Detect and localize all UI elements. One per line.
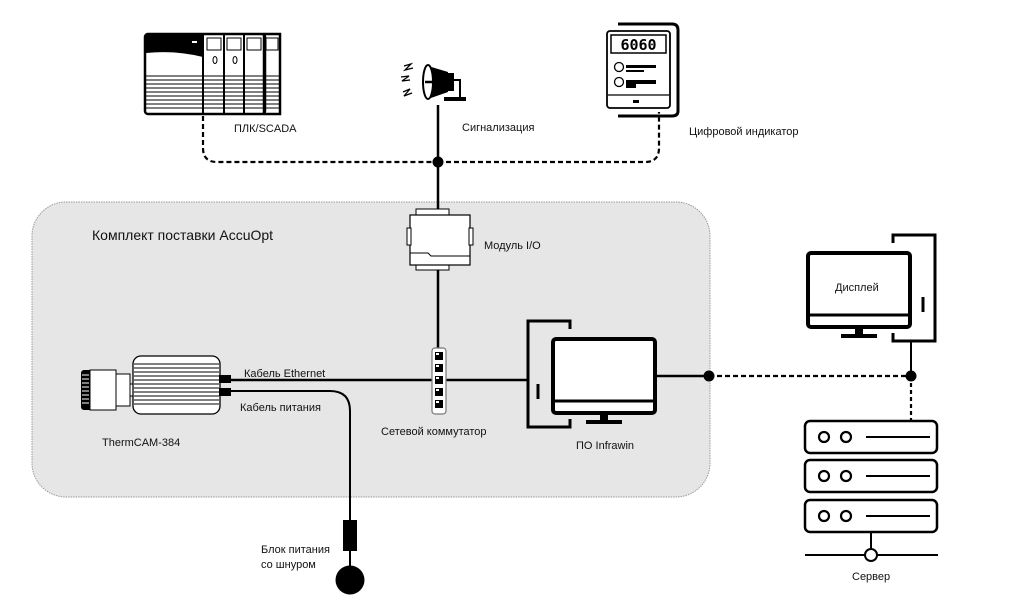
indicator-bus-line: [438, 112, 661, 164]
power-plug-icon: [335, 520, 365, 595]
power-supply-label-line1: Блок питания: [261, 544, 330, 556]
io-module-label: Модуль I/O: [484, 240, 541, 252]
plc-bus-line: [201, 116, 438, 164]
desktop-computer-icon: [526, 319, 657, 429]
plc-rack-icon: [143, 32, 282, 116]
switch-label: Сетевой коммутатор: [381, 426, 487, 438]
indicator-display-value: 6060: [620, 36, 656, 54]
software-label: ПО Infrawin: [576, 440, 634, 452]
indicator-label: Цифровой индикатор: [689, 126, 798, 138]
server-rack-icon: [803, 419, 939, 562]
thermal-camera-icon: [81, 355, 231, 415]
network-switch-icon: [431, 347, 447, 415]
server-label: Сервер: [852, 571, 890, 583]
power-supply-label-line2: со шнуром: [261, 559, 316, 571]
digital-indicator-icon: 6060: [606, 22, 680, 118]
kit-title: Комплект поставки AccuOpt: [92, 227, 273, 243]
ethernet-cable-label: Кабель Ethernet: [244, 368, 325, 380]
kit-group-box: [31, 201, 711, 498]
power-cable: [230, 390, 351, 520]
display-label: Дисплей: [835, 282, 879, 294]
plc-label: ПЛК/SCADA: [234, 123, 297, 135]
display-monitor-icon: [806, 233, 937, 343]
camera-label: ThermCAM-384: [102, 437, 180, 449]
din-rail-module-icon: [406, 208, 474, 271]
horn-speaker-icon: [400, 62, 466, 101]
bus-junction: [432, 156, 444, 168]
alarm-label: Сигнализация: [462, 122, 534, 134]
power-cable-label: Кабель питания: [240, 402, 321, 414]
